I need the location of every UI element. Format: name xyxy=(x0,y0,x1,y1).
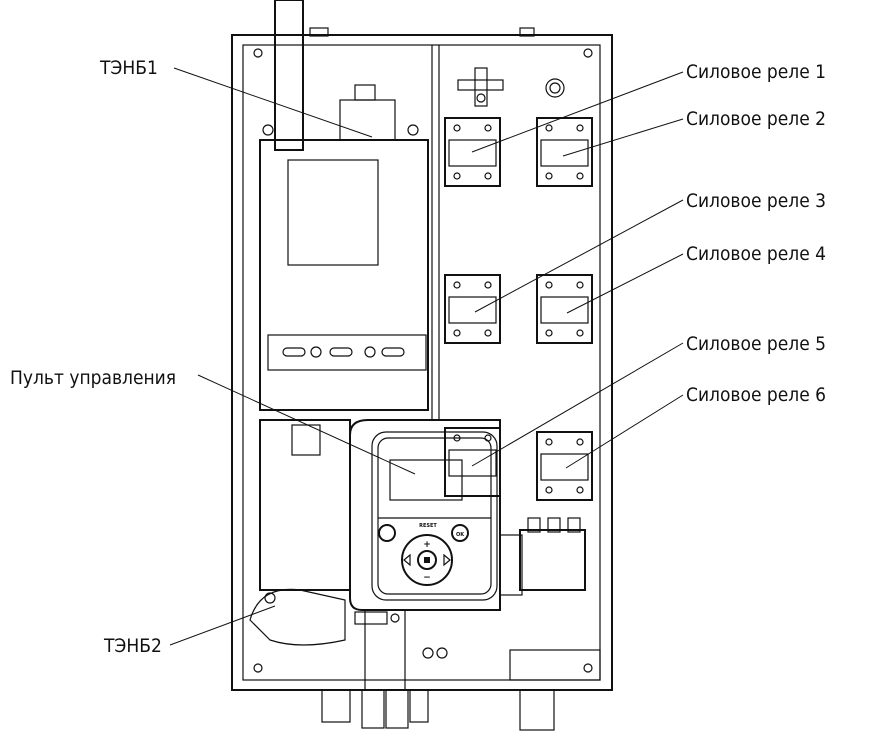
heater-tenb1 xyxy=(259,0,429,411)
switch xyxy=(354,611,388,625)
cable-glands xyxy=(321,609,555,731)
label-relay-2: Силовое реле 2 xyxy=(686,108,826,130)
control-panel: RESET OK + − xyxy=(349,419,501,625)
contactor xyxy=(422,517,601,681)
label-relay-4: Силовое реле 4 xyxy=(686,243,826,265)
relay-1 xyxy=(444,117,501,187)
menu-button xyxy=(417,550,437,570)
leader-lines xyxy=(169,67,684,646)
left-arrow-icon xyxy=(403,553,411,567)
back-button-icon xyxy=(378,524,396,542)
label-relay-1: Силовое реле 1 xyxy=(686,61,826,83)
minus-button[interactable]: − xyxy=(423,573,431,583)
heater-tenb2 xyxy=(249,419,351,646)
label-tenb1: ТЭНБ1 xyxy=(99,57,158,79)
relay-3 xyxy=(444,274,501,344)
relay-6 xyxy=(536,431,593,501)
reset-label: RESET xyxy=(419,523,437,529)
label-relay-5: Силовое реле 5 xyxy=(686,333,826,355)
navigation-ring xyxy=(401,534,453,586)
ok-button[interactable]: OK xyxy=(456,532,465,538)
label-control-panel: Пульт управления xyxy=(10,367,176,389)
label-relay-3: Силовое реле 3 xyxy=(686,190,826,212)
label-relay-6: Силовое реле 6 xyxy=(686,384,826,406)
right-arrow-icon xyxy=(443,553,451,567)
relay-2 xyxy=(536,117,593,187)
relay-4 xyxy=(536,274,593,344)
plus-button[interactable]: + xyxy=(423,540,431,550)
display-screen xyxy=(389,459,463,501)
top-fittings xyxy=(457,67,565,107)
label-tenb2: ТЭНБ2 xyxy=(103,635,162,657)
